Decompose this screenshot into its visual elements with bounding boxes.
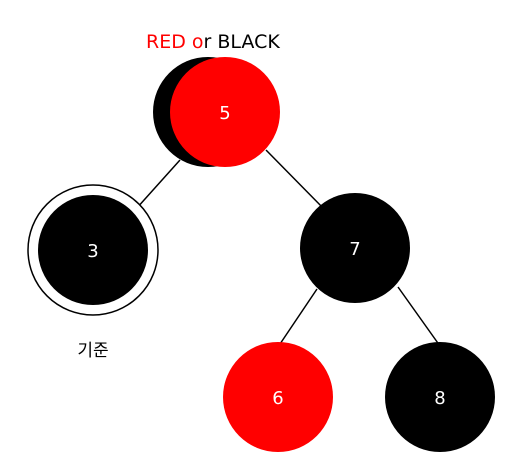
node-7-label: 7 — [349, 239, 360, 260]
node-7: 7 — [300, 193, 410, 303]
node-5-label: 5 — [219, 103, 230, 124]
node-8: 8 — [385, 342, 495, 452]
edge-7-6 — [279, 288, 318, 345]
tree-edges — [135, 149, 441, 347]
node-6: 6 — [223, 342, 333, 452]
edge-5-3 — [135, 159, 181, 210]
node-5: 5 — [153, 57, 280, 167]
node-3-label: 3 — [87, 241, 98, 262]
node-8-label: 8 — [434, 388, 445, 409]
caption-red: RED — [146, 31, 186, 53]
caption-o: o — [186, 31, 204, 53]
node-7-circle — [300, 193, 410, 303]
caption: RED or BLACK — [146, 31, 280, 53]
edge-7-8 — [397, 286, 441, 347]
node-6-circle — [223, 342, 333, 452]
node-3: 3 — [27, 184, 159, 316]
node-8-circle — [385, 342, 495, 452]
node-3-circle — [38, 195, 148, 305]
caption-black: r BLACK — [204, 31, 281, 53]
reference-label: 기준 — [77, 341, 108, 361]
node-5-circle — [170, 57, 280, 167]
edge-5-7 — [265, 149, 326, 211]
node-6-label: 6 — [272, 388, 283, 409]
